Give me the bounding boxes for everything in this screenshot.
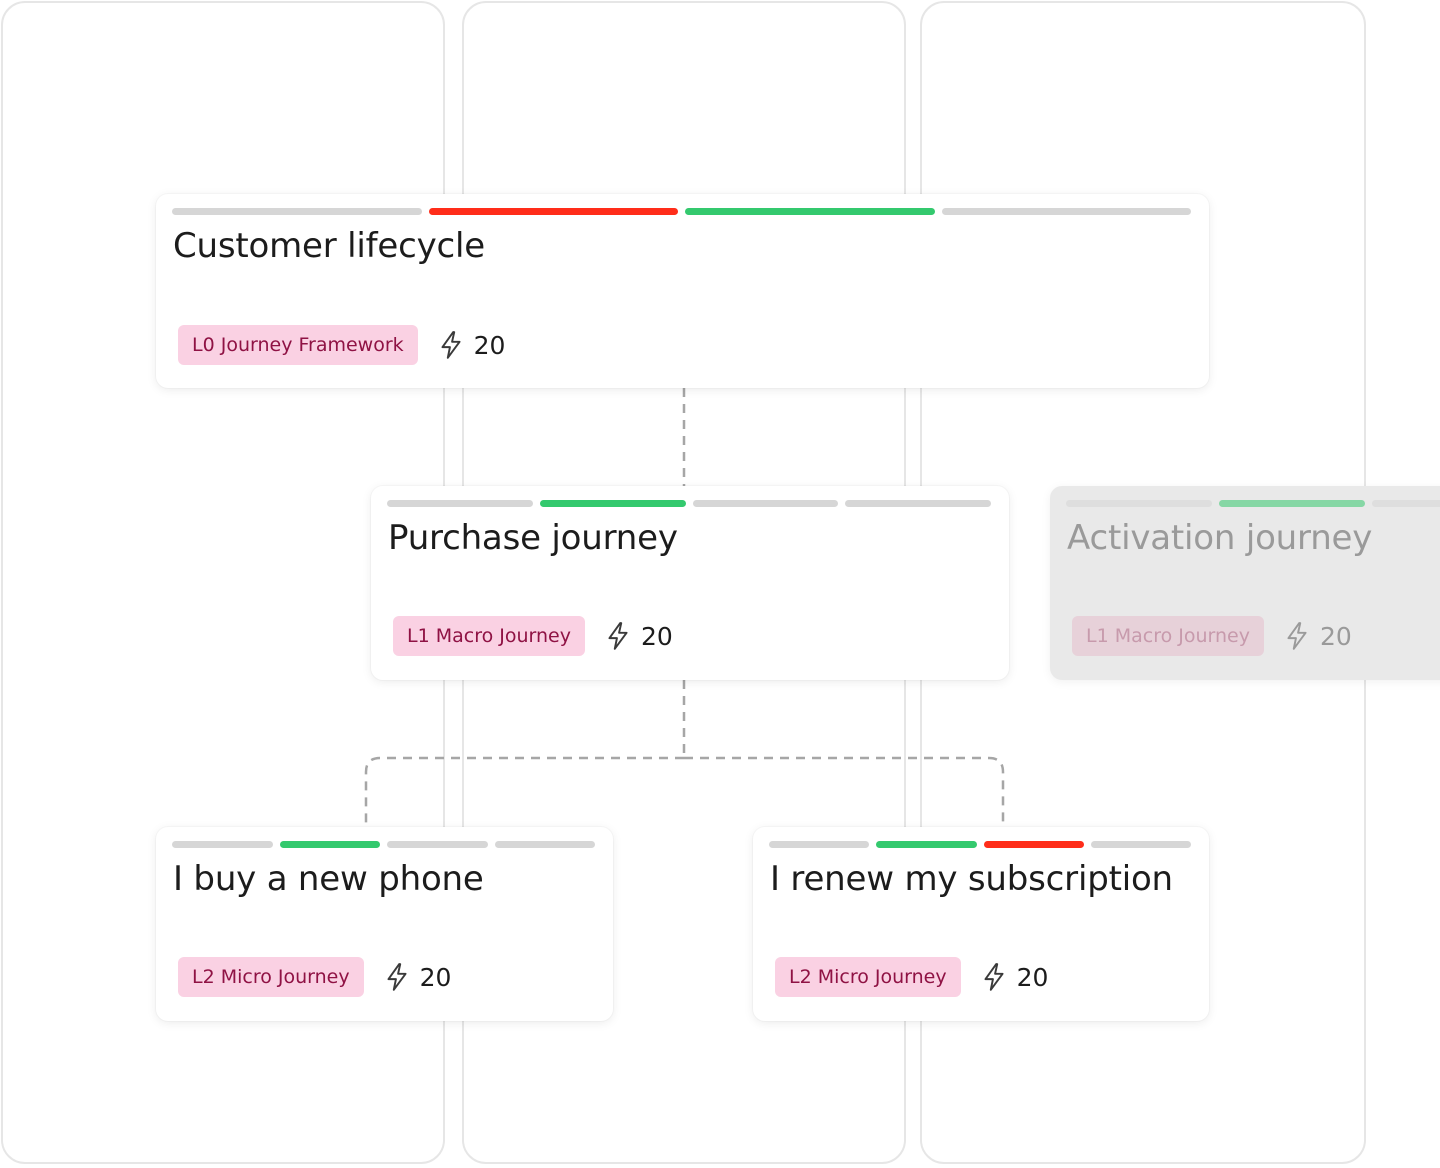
status-segment (539, 500, 686, 507)
status-segment (494, 841, 595, 848)
status-segment (172, 841, 273, 848)
status-segment (1090, 841, 1191, 848)
status-segments (387, 500, 991, 507)
status-segment (876, 841, 977, 848)
card-footer: L2 Micro Journey 20 (178, 957, 451, 997)
status-segment (279, 841, 380, 848)
level-badge: L2 Micro Journey (178, 957, 364, 997)
card-activation-journey[interactable]: Activation journey L1 Macro Journey 20 (1050, 486, 1440, 680)
status-segment (983, 841, 1084, 848)
card-title: I buy a new phone (173, 859, 484, 899)
level-badge: L1 Macro Journey (1072, 616, 1264, 656)
status-segment (941, 208, 1191, 215)
status-segment (845, 500, 991, 507)
status-segment (1218, 500, 1365, 507)
status-segment (769, 841, 870, 848)
status-segment (692, 500, 839, 507)
status-segment (172, 208, 422, 215)
level-badge: L1 Macro Journey (393, 616, 585, 656)
card-title: I renew my subscription (770, 859, 1173, 899)
level-badge: L0 Journey Framework (178, 325, 418, 365)
count-value: 20 (1319, 621, 1352, 651)
card-footer: L0 Journey Framework 20 (178, 325, 505, 365)
status-segments (1066, 500, 1440, 507)
card-footer: L1 Macro Journey 20 (1072, 616, 1352, 656)
level-badge: L2 Micro Journey (775, 957, 961, 997)
status-segment (1371, 500, 1440, 507)
status-segment (428, 208, 678, 215)
lightning-bolt-icon (1287, 622, 1307, 650)
card-title: Purchase journey (388, 518, 678, 558)
connector-to-buy-new-phone (364, 756, 684, 828)
card-footer: L1 Macro Journey 20 (393, 616, 673, 656)
status-segments (172, 208, 1191, 215)
card-title: Activation journey (1067, 518, 1373, 558)
lightning-bolt-icon (984, 963, 1004, 991)
count-value: 20 (419, 962, 452, 992)
connector-to-renew-subscription (684, 756, 1005, 828)
count-value: 20 (640, 621, 673, 651)
status-segments (172, 841, 595, 848)
card-footer: L2 Micro Journey 20 (775, 957, 1048, 997)
count-value: 20 (473, 330, 506, 360)
card-customer-lifecycle[interactable]: Customer lifecycle L0 Journey Framework … (156, 194, 1209, 388)
status-segment (685, 208, 935, 215)
count-value: 20 (1016, 962, 1049, 992)
lightning-bolt-icon (387, 963, 407, 991)
lightning-bolt-icon (441, 331, 461, 359)
card-title: Customer lifecycle (173, 226, 486, 266)
lightning-bolt-icon (608, 622, 628, 650)
card-buy-new-phone[interactable]: I buy a new phone L2 Micro Journey 20 (156, 827, 613, 1021)
status-segments (769, 841, 1191, 848)
status-segment (387, 841, 488, 848)
status-segment (1066, 500, 1212, 507)
card-purchase-journey[interactable]: Purchase journey L1 Macro Journey 20 (371, 486, 1009, 680)
card-renew-subscription[interactable]: I renew my subscription L2 Micro Journey… (753, 827, 1209, 1021)
status-segment (387, 500, 533, 507)
